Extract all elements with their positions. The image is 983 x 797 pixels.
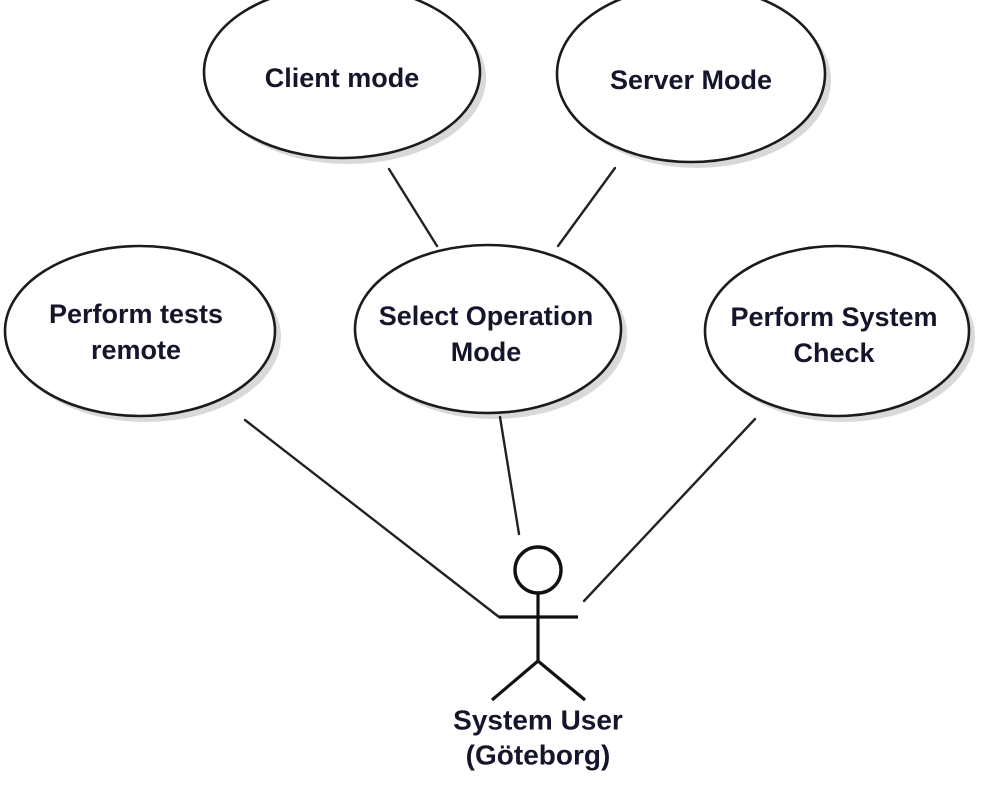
use-case-ellipse-perform-tests-remote[interactable] (3, 244, 277, 418)
use-case-label-select-operation-mode-line1: Select Operation (379, 301, 594, 331)
association-server-mode-to-select-operation-mode[interactable] (556, 166, 617, 248)
use-case-label-perform-tests-remote-line1: Perform tests (49, 299, 223, 329)
use-case-perform-tests-remote[interactable]: Perform tests remote (3, 244, 277, 418)
actor-label-line2: (Göteborg) (466, 739, 611, 770)
use-case-label-perform-tests-remote-line2: remote (91, 335, 181, 365)
actor-left-leg-line (490, 659, 540, 702)
association-perform-system-check-to-system-user[interactable] (582, 417, 757, 603)
use-case-client-mode[interactable]: Client mode (202, 0, 482, 160)
use-case-perform-system-check[interactable]: Perform System Check (703, 244, 971, 418)
association-perform-tests-remote-to-system-user[interactable] (243, 418, 501, 619)
actor-system-user[interactable]: System User (Göteborg) (453, 545, 623, 770)
use-case-server-mode[interactable]: Server Mode (555, 0, 827, 164)
use-case-label-perform-system-check-line1: Perform System (730, 302, 937, 332)
use-case-label-server-mode: Server Mode (610, 65, 772, 95)
association-select-operation-mode-to-system-user[interactable] (498, 415, 521, 536)
actor-right-leg-line (536, 659, 587, 702)
use-case-ellipse-client-mode[interactable] (202, 0, 482, 160)
use-case-select-operation-mode[interactable]: Select Operation Mode (353, 243, 623, 415)
association-lines-group (243, 166, 757, 619)
use-case-ellipse-server-mode[interactable] (555, 0, 827, 164)
use-case-label-perform-system-check-line2: Check (793, 338, 875, 368)
actor-head-icon (513, 545, 563, 595)
use-case-label-client-mode: Client mode (265, 63, 420, 93)
actor-label-line1: System User (453, 704, 623, 735)
association-client-mode-to-select-operation-mode[interactable] (387, 167, 439, 248)
use-case-label-select-operation-mode-line2: Mode (451, 337, 522, 367)
use-case-ellipse-perform-system-check[interactable] (703, 244, 971, 418)
use-case-ellipse-select-operation-mode[interactable] (353, 243, 623, 415)
